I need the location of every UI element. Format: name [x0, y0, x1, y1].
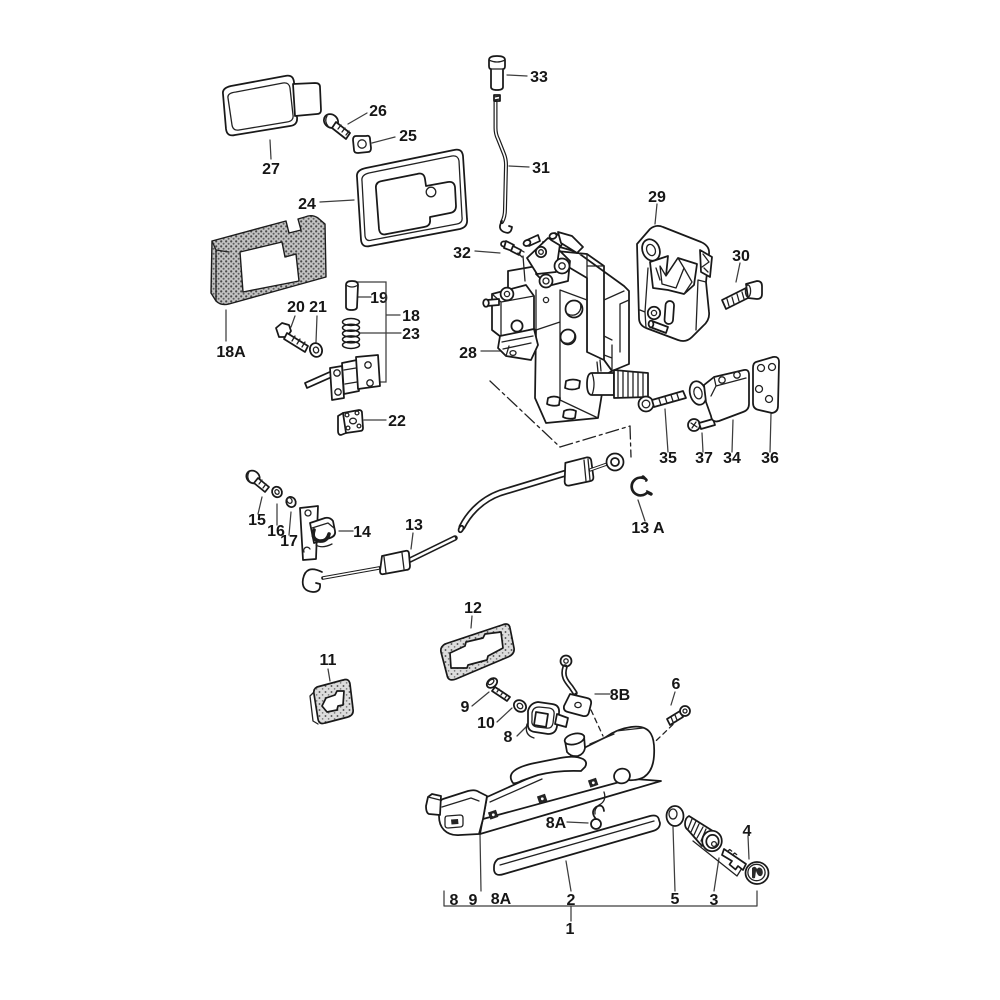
svg-text:15: 15	[248, 512, 266, 529]
svg-text:33: 33	[530, 69, 548, 86]
svg-text:16: 16	[267, 523, 285, 540]
svg-text:29: 29	[648, 189, 666, 206]
svg-text:13 A: 13 A	[631, 520, 665, 537]
svg-text:24: 24	[298, 196, 316, 213]
svg-text:13: 13	[405, 517, 423, 534]
svg-text:25: 25	[399, 128, 417, 145]
svg-text:23: 23	[402, 326, 420, 343]
svg-text:4: 4	[743, 823, 752, 840]
svg-text:3: 3	[710, 892, 719, 909]
svg-text:34: 34	[723, 450, 741, 467]
svg-text:22: 22	[388, 413, 406, 430]
svg-text:37: 37	[695, 450, 713, 467]
svg-text:10: 10	[477, 715, 495, 732]
svg-text:12: 12	[464, 600, 482, 617]
svg-text:21: 21	[309, 299, 327, 316]
svg-text:36: 36	[761, 450, 779, 467]
svg-text:31: 31	[532, 160, 550, 177]
svg-text:19: 19	[370, 290, 388, 307]
svg-text:18: 18	[402, 308, 420, 325]
svg-text:11: 11	[320, 652, 337, 669]
svg-text:8: 8	[450, 892, 459, 909]
svg-text:9: 9	[469, 892, 478, 909]
svg-text:27: 27	[262, 161, 280, 178]
svg-text:8A: 8A	[491, 891, 512, 908]
svg-text:1: 1	[566, 921, 575, 938]
svg-text:2: 2	[567, 892, 576, 909]
svg-text:9: 9	[461, 699, 470, 716]
svg-text:18A: 18A	[216, 344, 246, 361]
svg-text:8: 8	[504, 729, 513, 746]
svg-text:20: 20	[287, 299, 305, 316]
svg-text:14: 14	[353, 524, 371, 541]
svg-text:26: 26	[369, 103, 387, 120]
svg-text:30: 30	[732, 248, 750, 265]
svg-text:17: 17	[280, 533, 298, 550]
svg-text:32: 32	[453, 245, 471, 262]
svg-text:5: 5	[671, 891, 680, 908]
svg-text:35: 35	[659, 450, 677, 467]
svg-text:8A: 8A	[546, 815, 567, 832]
svg-text:6: 6	[672, 676, 681, 693]
svg-text:8B: 8B	[610, 687, 630, 704]
svg-text:28: 28	[459, 345, 477, 362]
